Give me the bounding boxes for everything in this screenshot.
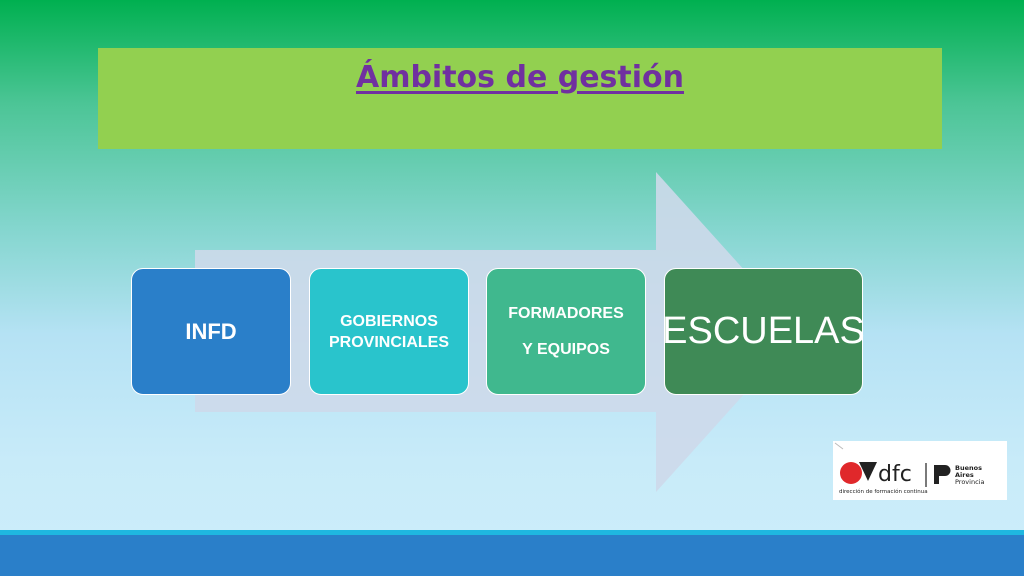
step-formadores-label-line2: Y EQUIPOS [522, 340, 610, 358]
title-banner: Ámbitos de gestión [98, 48, 942, 149]
step-infd: INFD [131, 268, 291, 395]
province-mark-icon [934, 465, 939, 484]
logo-region-line2: Aires [955, 471, 974, 479]
logo-region-line1: Buenos [955, 464, 982, 472]
step-formadores-y-equipos: FORMADORES Y EQUIPOS [486, 268, 646, 395]
logo-region-line3: Provincia [955, 478, 984, 486]
step-formadores-label-line1: FORMADORES [508, 304, 624, 322]
step-infd-label: INFD [185, 318, 237, 344]
step-gobiernos-label-line1: GOBIERNOS [340, 312, 438, 330]
footer-accent-line [0, 530, 1024, 535]
dfc-logo-graphic: dfc dirección de formación continua Buen… [834, 442, 984, 495]
step-escuelas: ESCUELAS [662, 268, 865, 395]
logo-tagline: dirección de formación continua [839, 488, 928, 495]
step-gobiernos-label-line2: PROVINCIALES [328, 333, 449, 351]
dfc-logo: dfc dirección de formación continua Buen… [833, 441, 1007, 500]
black-triangle-icon [859, 462, 877, 481]
red-circle-icon [840, 462, 862, 484]
logo-brand: dfc [878, 462, 912, 487]
step-gobiernos-provinciales: GOBIERNOS PROVINCIALES [309, 268, 469, 395]
footer-bar [0, 535, 1024, 576]
step-escuelas-label: ESCUELAS [662, 310, 865, 352]
page-title: Ámbitos de gestión [355, 60, 685, 95]
